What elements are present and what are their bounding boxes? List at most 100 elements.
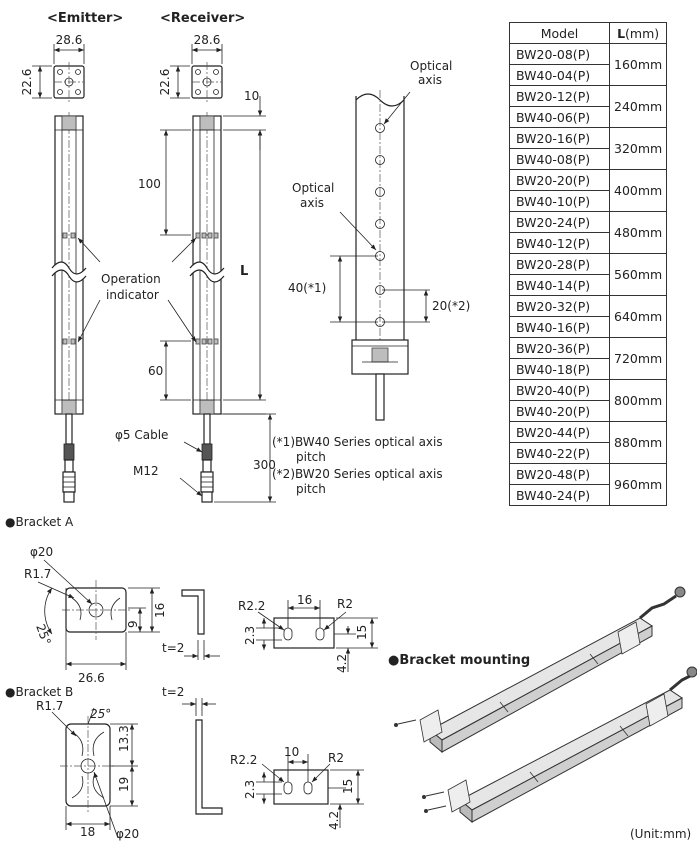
- table-cell-length: 800mm: [608, 379, 668, 422]
- table-row: BW20-28(P)560mm: [509, 253, 668, 296]
- table-cell-model: BW20-40(P): [509, 379, 610, 401]
- bracket-a-angle: 25°: [33, 622, 53, 647]
- table-cell-model: BW20-36(P): [509, 337, 610, 359]
- bracket-b-4-2: 4.2: [327, 811, 341, 830]
- bracket-mounting-title: ●Bracket mounting: [388, 653, 530, 668]
- bracket-a-9: 9: [126, 620, 140, 628]
- table-cell-model: BW40-22(P): [509, 442, 610, 464]
- table-cell-model: BW20-24(P): [509, 211, 610, 233]
- operation-indicator-leaders: [77, 237, 197, 343]
- table-row: BW40-12(P): [509, 232, 667, 254]
- note-2-line-1: (*2)BW20 Series optical axis: [272, 467, 443, 481]
- emitter-title: <Emitter>: [47, 11, 123, 26]
- table-cell-model: BW40-06(P): [509, 106, 610, 128]
- receiver-bar: [189, 112, 225, 503]
- bracket-a-15: 15: [355, 625, 369, 640]
- bracket-b-phi20: φ20: [116, 827, 139, 841]
- table-row: BW20-40(P)800mm: [509, 379, 668, 422]
- table-cell-length: 720mm: [608, 337, 668, 380]
- table-cell-model: BW20-48(P): [509, 463, 610, 485]
- bracket-b-13-3: 13.3: [117, 725, 131, 752]
- emitter-width-label: 28.6: [56, 33, 83, 47]
- emitter-depth-label: 22.6: [20, 69, 34, 96]
- table-cell-model: BW40-04(P): [509, 64, 610, 86]
- bracket-b-title: ●Bracket B: [5, 685, 73, 699]
- bracket-b-r17: R1.7: [36, 699, 63, 713]
- receiver-depth-label: 22.6: [158, 69, 172, 96]
- bracket-a-26-6: 26.6: [78, 671, 105, 685]
- bracket-a-16b: 16: [297, 593, 312, 607]
- note-2-line-2: pitch: [296, 482, 326, 496]
- bracket-b-r2: R2: [328, 751, 344, 765]
- bracket-a-thickness: t=2: [162, 641, 184, 655]
- table-cell-length: 640mm: [608, 295, 668, 338]
- table-cell-model: BW40-24(P): [509, 484, 610, 506]
- bracket-b-10: 10: [284, 745, 299, 759]
- table-cell-model: BW20-12(P): [509, 85, 610, 107]
- table-cell-length: 480mm: [608, 211, 668, 254]
- bracket-b-angle: 25°: [90, 707, 111, 721]
- operation-indicator-label-1: Operation: [101, 272, 161, 286]
- table-cell-model: BW20-08(P): [509, 43, 610, 65]
- bracket-a-2-3: 2.3: [243, 626, 257, 645]
- offset-10-label: 10: [244, 89, 259, 103]
- table-cell-model: BW20-20(P): [509, 169, 610, 191]
- m12-label: M12: [133, 464, 159, 478]
- table-row: BW40-10(P): [509, 190, 667, 212]
- table-row: BW20-20(P)400mm: [509, 169, 668, 212]
- table-cell-model: BW20-32(P): [509, 295, 610, 317]
- bracket-a-r22: R2.2: [238, 599, 265, 613]
- bracket-a-r2: R2: [337, 597, 353, 611]
- table-row: BW20-16(P)320mm: [509, 127, 668, 170]
- table-header-unit: (mm): [625, 25, 660, 41]
- dim-100-label: 100: [138, 177, 161, 191]
- table-row: BW20-32(P)640mm: [509, 295, 668, 338]
- bracket-a-4-2: 4.2: [335, 654, 349, 673]
- table-row: BW20-48(P)960mm: [509, 463, 668, 506]
- table-cell-length: 880mm: [608, 421, 668, 464]
- emitter-bar: [51, 112, 87, 503]
- table-cell-length: 400mm: [608, 169, 668, 212]
- bracket-b-15: 15: [341, 779, 355, 794]
- bracket-a-16: 16: [153, 603, 167, 618]
- table-header-row: Model L(mm): [509, 22, 668, 44]
- table-cell-length: 320mm: [608, 127, 668, 170]
- bracket-a-title: ●Bracket A: [5, 515, 74, 529]
- table-header-L: L: [617, 25, 626, 41]
- bracket-b-18: 18: [80, 825, 95, 839]
- bracket-b-19: 19: [117, 777, 131, 792]
- bracket-mounting-illustration: [394, 586, 697, 824]
- table-cell-length: 560mm: [608, 253, 668, 296]
- table-cell-model: BW40-14(P): [509, 274, 610, 296]
- table-cell-model: BW20-16(P): [509, 127, 610, 149]
- table-cell-model: BW20-28(P): [509, 253, 610, 275]
- receiver-width-label: 28.6: [194, 33, 221, 47]
- table-row: BW40-16(P): [509, 316, 667, 338]
- bracket-a-top: [256, 600, 378, 672]
- bracket-b-2-3: 2.3: [243, 780, 257, 799]
- unit-note: (Unit:mm): [630, 827, 691, 841]
- emitter-top-view: [32, 44, 85, 102]
- table-header-model: Model: [509, 22, 610, 44]
- bracket-a-r17: R1.7: [24, 567, 51, 581]
- table-cell-model: BW40-20(P): [509, 400, 610, 422]
- table-row: BW20-36(P)720mm: [509, 337, 668, 380]
- pitch-40-label: 40(*1): [288, 281, 326, 295]
- pitch-20-label: 20(*2): [432, 299, 470, 313]
- operation-indicator-label-2: indicator: [106, 288, 159, 302]
- model-length-table: Model L(mm) BW20-08(P)160mm BW40-04(P) B…: [509, 22, 668, 506]
- note-1-line-1: (*1)BW40 Series optical axis: [272, 435, 443, 449]
- optical-axis-mid-label-2: axis: [300, 196, 324, 210]
- cable-label: φ5 Cable: [115, 428, 168, 442]
- table-cell-model: BW40-10(P): [509, 190, 610, 212]
- receiver-top-view: [170, 44, 223, 102]
- note-1-line-2: pitch: [296, 450, 326, 464]
- table-cell-model: BW40-18(P): [509, 358, 610, 380]
- receiver-title: <Receiver>: [160, 11, 245, 26]
- table-row: BW20-44(P)880mm: [509, 421, 668, 464]
- table-row: BW40-14(P): [509, 274, 667, 296]
- table-cell-model: BW20-44(P): [509, 421, 610, 443]
- optical-axis-top-label-2: axis: [418, 73, 442, 87]
- table-row: BW40-04(P): [509, 64, 667, 86]
